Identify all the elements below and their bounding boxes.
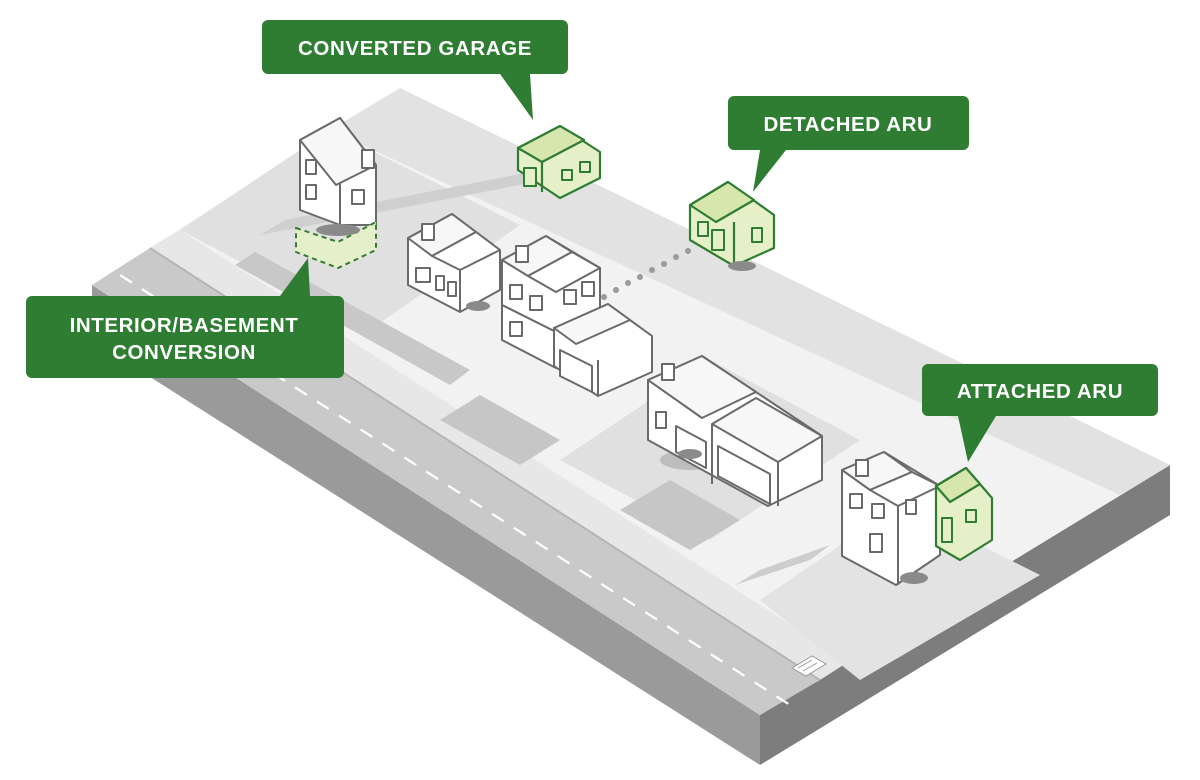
- tall-house-basement: [295, 117, 377, 269]
- driveway-4: [620, 480, 740, 550]
- callout-detached-aru: DETACHED ARU: [728, 96, 969, 192]
- detached-aru-building: [688, 180, 776, 271]
- path-dots: [601, 248, 691, 300]
- driveway-3: [440, 395, 560, 465]
- storm-drain: [791, 655, 827, 677]
- interior-label-line1: INTERIOR/BASEMENT: [70, 314, 299, 337]
- basement-conversion-area: [295, 221, 377, 269]
- callout-interior-basement: INTERIOR/BASEMENT CONVERSION: [26, 258, 344, 378]
- attached-aru-unit: [934, 466, 994, 562]
- attached-aru-label: ATTACHED ARU: [957, 380, 1123, 403]
- house-two: [407, 213, 501, 313]
- callout-attached-aru: ATTACHED ARU: [922, 364, 1158, 462]
- driveway-5: [735, 545, 830, 585]
- converted-garage-label: CONVERTED GARAGE: [298, 37, 532, 60]
- interior-label-line2: CONVERSION: [112, 341, 256, 364]
- attached-aru-house: [841, 451, 994, 586]
- detached-aru-label: DETACHED ARU: [764, 113, 933, 136]
- duplex-house: [647, 355, 823, 507]
- converted-garage-building: [516, 124, 602, 200]
- block-front-side: [92, 285, 760, 765]
- callout-converted-garage: CONVERTED GARAGE: [262, 20, 568, 120]
- main-house: [501, 235, 653, 397]
- ground-block: [92, 88, 1170, 765]
